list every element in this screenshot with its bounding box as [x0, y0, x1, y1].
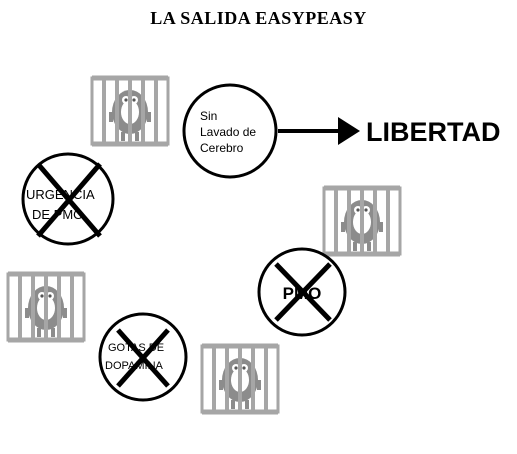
- crossed-node-pmo: PMO: [257, 247, 347, 337]
- goal-label: LIBERTAD: [366, 117, 501, 147]
- caged-monster-icon: [8, 274, 84, 340]
- caged-monster-icon: [324, 188, 400, 254]
- start-node-line-3: Cerebro: [200, 141, 244, 155]
- caged-monster-icon: [92, 78, 168, 144]
- start-node-line-1: Sin: [200, 109, 217, 123]
- crossed-node-dopamine: GOTAS DE DOPAMINA: [98, 312, 188, 402]
- x-cross-icon: [116, 328, 170, 388]
- page-title: LA SALIDA EASYPEASY: [150, 8, 367, 28]
- x-cross-icon: [36, 162, 102, 238]
- right-arrow-icon: [278, 117, 360, 145]
- start-node-line-2: Lavado de: [200, 125, 256, 139]
- start-node: Sin Lavado de Cerebro: [182, 83, 278, 179]
- caged-monster-icon: [202, 346, 278, 412]
- crossed-node-urgency: URGENCIA DE PMO: [21, 152, 115, 246]
- x-cross-icon: [274, 262, 332, 322]
